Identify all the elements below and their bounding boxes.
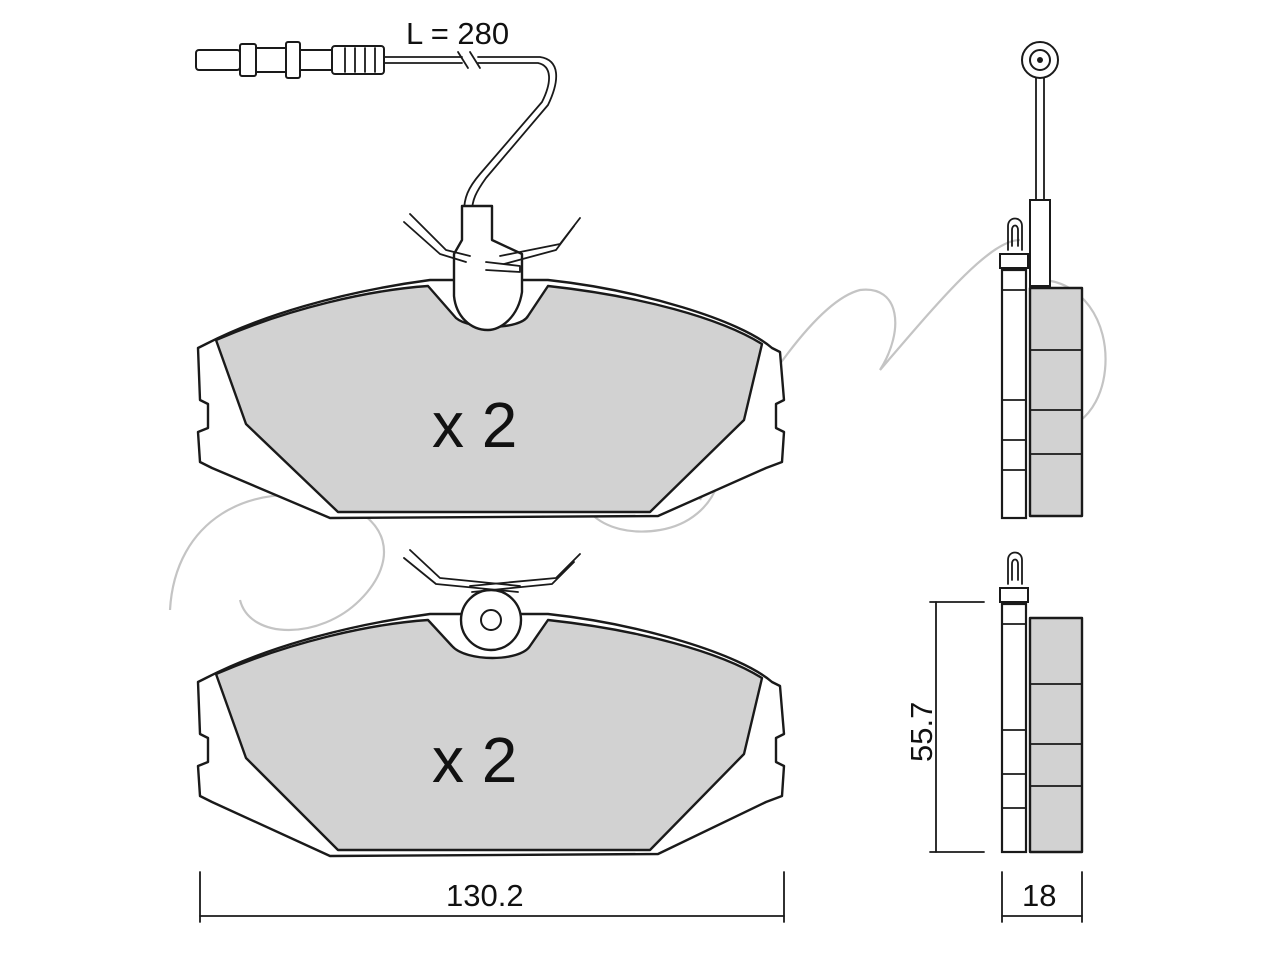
side-view-top: [999, 41, 1084, 520]
dimension-height-label: 55.7: [904, 702, 939, 762]
quantity-label-top: x 2: [432, 389, 517, 461]
connector-body: [255, 47, 287, 73]
backing-plate-side: [1000, 602, 1028, 854]
dimension-thickness-label: 18: [1022, 878, 1056, 913]
friction-lining-side: [1028, 286, 1084, 518]
wear-sensor-wire: [195, 41, 558, 213]
wire-length-label: L = 280: [406, 16, 509, 51]
dimension-height: [929, 601, 985, 853]
connector-ring: [285, 41, 301, 79]
connector-collar: [239, 43, 257, 77]
dimension-thickness: [1001, 871, 1083, 923]
connector-sleeve: [299, 49, 333, 71]
friction-lining: [214, 618, 764, 852]
connector-tip: [195, 49, 241, 71]
sensor-body: [1029, 199, 1051, 287]
friction-lining-side: [1028, 616, 1084, 854]
dimension-width-label: 130.2: [446, 878, 524, 913]
pad-hub-inner: [480, 609, 502, 631]
brake-pad-top: [196, 204, 786, 520]
connector-grip: [331, 45, 385, 75]
dimension-width: [199, 871, 785, 923]
sensor-housing: [452, 204, 524, 332]
quantity-label-bottom: x 2: [432, 724, 517, 796]
backing-plate-side: [1000, 268, 1028, 520]
side-view-bottom: [999, 551, 1084, 854]
watermark-stroke: [168, 493, 386, 631]
brake-pad-bottom: [196, 549, 786, 858]
friction-lining: [214, 284, 764, 514]
